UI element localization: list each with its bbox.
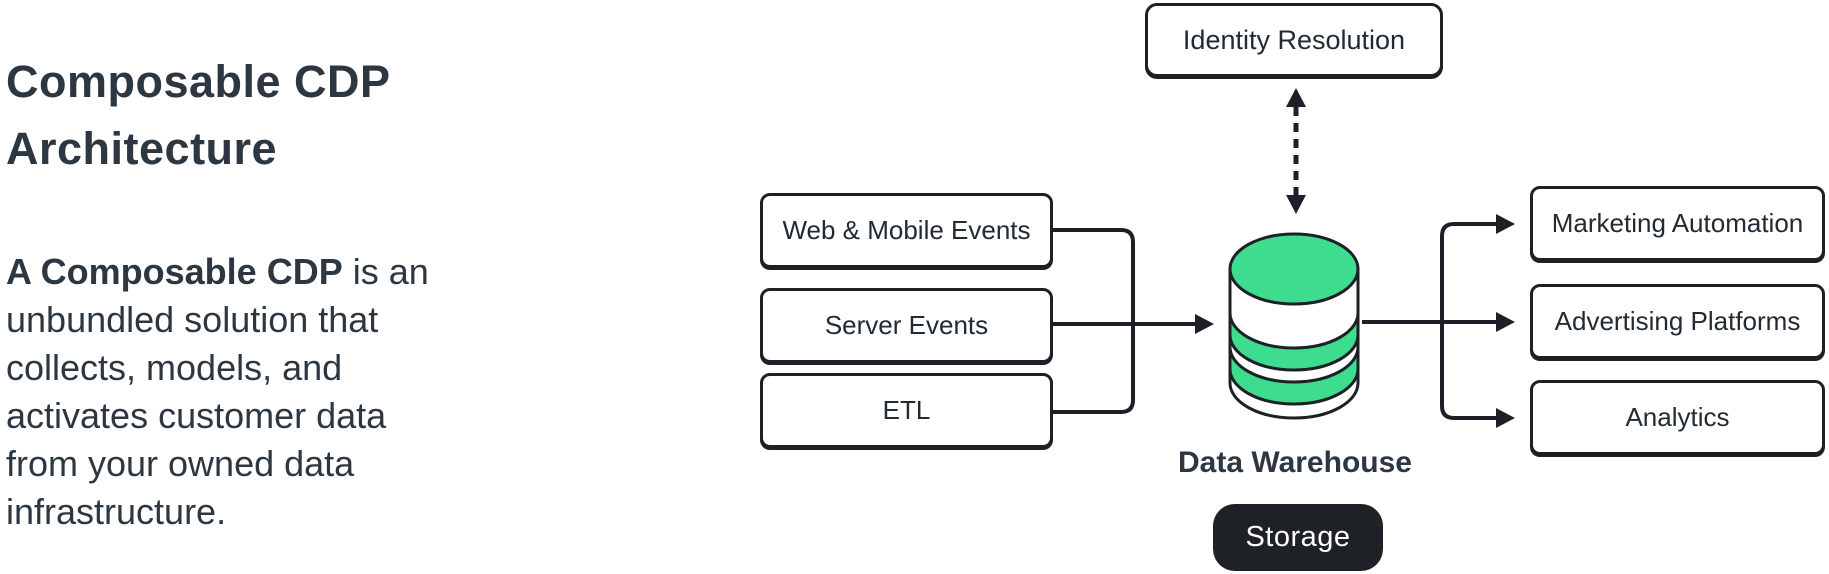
description-line: unbundled solution that [6, 299, 379, 340]
database-cylinder-icon [1228, 232, 1360, 420]
analytics-arrowhead-icon [1496, 408, 1515, 428]
storage-badge: Storage [1213, 504, 1383, 571]
cylinder-band-upper [1228, 312, 1360, 372]
description-bold-lead: A Composable CDP [6, 251, 343, 292]
marketing-automation-label: Marketing Automation [1551, 208, 1804, 238]
server-events-label: Server Events [824, 310, 989, 340]
description-line: infrastructure. [6, 491, 227, 532]
advertising-arrowhead-icon [1496, 312, 1515, 332]
description-line: A Composable CDP is an [6, 248, 436, 296]
description-lead-rest: is an [342, 251, 429, 292]
page-title: Composable CDP Architecture [6, 48, 391, 182]
description-line: from your owned data [6, 443, 355, 484]
etl-label: ETL [882, 395, 931, 425]
sources-bracket-line [1053, 228, 1135, 414]
advertising-platforms-node: Advertising Platforms [1530, 284, 1825, 359]
etl-node: ETL [760, 373, 1053, 448]
storage-badge-label: Storage [1245, 521, 1351, 553]
web-mobile-events-label: Web & Mobile Events [782, 215, 1031, 245]
description-line: activates customer data [6, 395, 387, 436]
sources-to-warehouse-arrowhead-icon [1195, 314, 1214, 334]
identity-resolution-node: Identity Resolution [1145, 3, 1443, 77]
cylinder-top-face [1228, 232, 1360, 306]
advertising-platforms-label: Advertising Platforms [1554, 306, 1801, 336]
identity-arrowhead-down-icon [1286, 195, 1306, 214]
identity-arrowhead-up-icon [1286, 88, 1306, 107]
destinations-bracket-line [1440, 222, 1497, 420]
title-line-2: Architecture [6, 123, 278, 174]
analytics-label: Analytics [1625, 402, 1730, 432]
marketing-arrowhead-icon [1496, 214, 1515, 234]
cylinder-band-lower [1228, 346, 1360, 406]
server-events-node: Server Events [760, 288, 1053, 363]
description-line: collects, models, and [6, 347, 343, 388]
marketing-automation-node: Marketing Automation [1530, 186, 1825, 261]
identity-resolution-label: Identity Resolution [1182, 24, 1406, 55]
title-line-1: Composable CDP [6, 56, 391, 107]
data-warehouse-label: Data Warehouse [1178, 446, 1412, 479]
description-paragraph: A Composable CDP is an unbundled solutio… [6, 248, 436, 536]
analytics-node: Analytics [1530, 380, 1825, 455]
web-mobile-events-node: Web & Mobile Events [760, 193, 1053, 268]
